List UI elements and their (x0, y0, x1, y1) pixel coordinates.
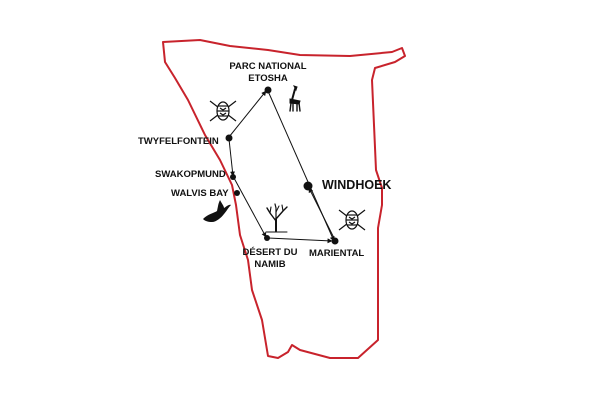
dead-tree-icon (265, 203, 288, 233)
desert-namib-label-line2: NAMIB (254, 259, 286, 270)
place-dots (225, 86, 339, 245)
desert-namib-label: DÉSERT DU NAMIB (238, 247, 302, 271)
desert-namib-label-line1: DÉSERT DU (242, 247, 298, 258)
route-segment-swakopmund-namib (233, 177, 267, 238)
etosha-label: PARC NATIONAL ETOSHA (220, 61, 316, 85)
whale-tail-icon (203, 200, 231, 222)
route-segment-namib-mariental (267, 237, 333, 244)
windhoek-dot (303, 181, 313, 191)
route-segment-mariental-windhoek (308, 187, 336, 241)
walvis-bay-label: WALVIS BAY (171, 188, 229, 199)
twyfelfontein-dot (225, 134, 233, 142)
mariental-label: MARIENTAL (309, 248, 365, 259)
namibia-border (162, 39, 406, 359)
etosha-label-line2: ETOSHA (248, 73, 288, 84)
swakopmund-label: SWAKOPMUND (155, 169, 226, 180)
swakopmund-dot (230, 174, 236, 180)
shield-mask-icon (209, 100, 237, 122)
walvis-bay-dot (234, 190, 240, 196)
etosha-label-line1: PARC NATIONAL (229, 61, 307, 72)
windhoek-label: WINDHOEK (322, 178, 392, 192)
route-segment-twyfelfontein-etosha (228, 90, 267, 138)
desert-namib-dot (264, 235, 270, 241)
route (228, 90, 336, 244)
route-segment-twyfelfontein-swakopmund (228, 138, 236, 177)
twyfelfontein-label: TWYFELFONTEIN (138, 136, 219, 147)
mariental-dot (331, 237, 339, 245)
giraffe-icon (289, 85, 301, 112)
etosha-dot (264, 86, 272, 94)
shield-mask-icon (338, 209, 366, 231)
